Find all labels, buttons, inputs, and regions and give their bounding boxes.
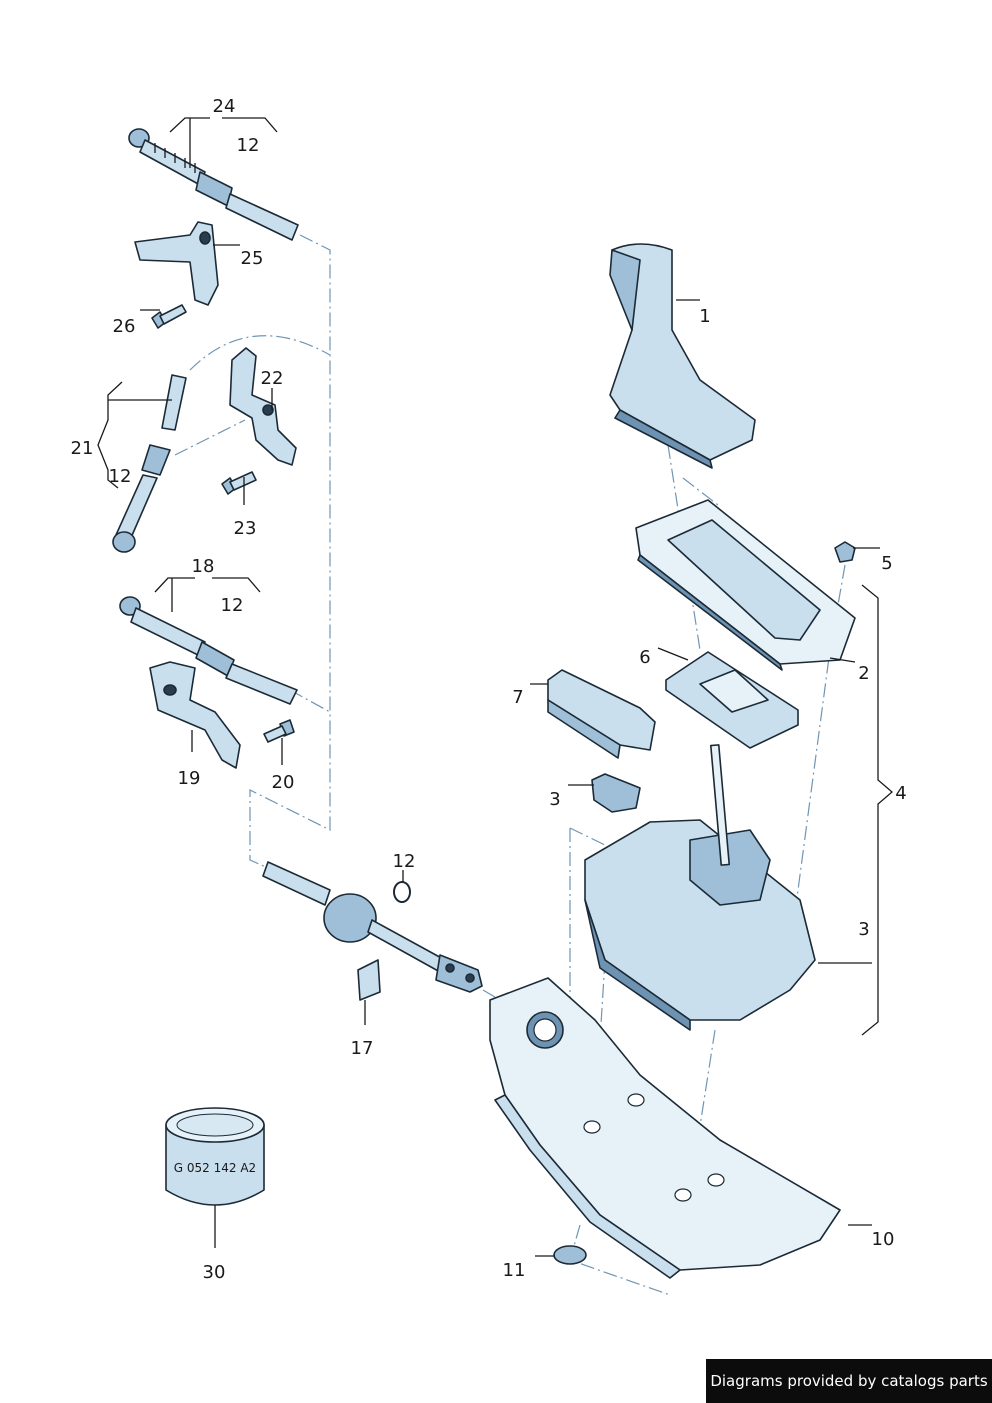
gear-knob-1 (609, 243, 756, 469)
credit-banner: Diagrams provided by catalogs parts (706, 1359, 992, 1403)
callout-2: 2 (858, 663, 869, 684)
callout-18: 18 (192, 556, 215, 577)
callout-30: 30 (203, 1262, 226, 1283)
callout-3-mechanism: 3 (858, 919, 869, 940)
bracket-19 (149, 661, 241, 769)
callout-11: 11 (503, 1260, 526, 1281)
bracket-22 (229, 347, 297, 466)
callout-25: 25 (241, 248, 264, 269)
grease-tin-30: G 052 142 A2 (165, 1107, 265, 1206)
callout-3-connector: 3 (549, 789, 560, 810)
cable-rod-21 (112, 374, 187, 553)
callout-22: 22 (261, 368, 284, 389)
bolt-26 (151, 304, 187, 329)
shift-cable (262, 861, 483, 993)
bracket-25 (134, 221, 219, 306)
shift-mechanism-3 (584, 744, 816, 1031)
callout-19: 19 (178, 768, 201, 789)
callout-6: 6 (639, 647, 650, 668)
o-ring-12 (393, 881, 411, 903)
callout-leaders (97, 117, 893, 1257)
callout-20: 20 (272, 772, 295, 793)
callout-7: 7 (512, 687, 523, 708)
callout-21: 21 (71, 438, 94, 459)
cover-plate-6 (665, 651, 799, 749)
callout-4: 4 (895, 783, 906, 804)
nut-5 (834, 541, 856, 563)
base-plate-10 (489, 977, 841, 1279)
clip-nut-11 (553, 1245, 587, 1265)
callout-24: 24 (213, 96, 236, 117)
callout-12-rod: 12 (109, 466, 132, 487)
assembly-lines (174, 234, 846, 1296)
callout-10: 10 (872, 1229, 895, 1250)
callout-23: 23 (234, 518, 257, 539)
cable-end-24 (128, 128, 299, 241)
grease-label: G 052 142 A2 (174, 1161, 256, 1175)
clip-17 (357, 959, 381, 1001)
callout-labels: 24 12 25 26 22 21 12 23 18 12 19 20 12 1… (71, 96, 907, 1283)
connector-3 (591, 773, 641, 813)
cover-frame-2 (635, 499, 856, 671)
callout-12-top: 12 (237, 135, 260, 156)
callout-5: 5 (881, 553, 892, 574)
bolt-20 (263, 719, 295, 743)
callout-17: 17 (351, 1038, 374, 1059)
bolt-23 (221, 471, 257, 495)
callout-12-lower: 12 (393, 851, 416, 872)
indicator-panel-7 (547, 669, 656, 759)
callout-1: 1 (699, 306, 710, 327)
callout-12-mid: 12 (221, 595, 244, 616)
cable-end-18 (119, 596, 298, 705)
callout-26: 26 (113, 316, 136, 337)
